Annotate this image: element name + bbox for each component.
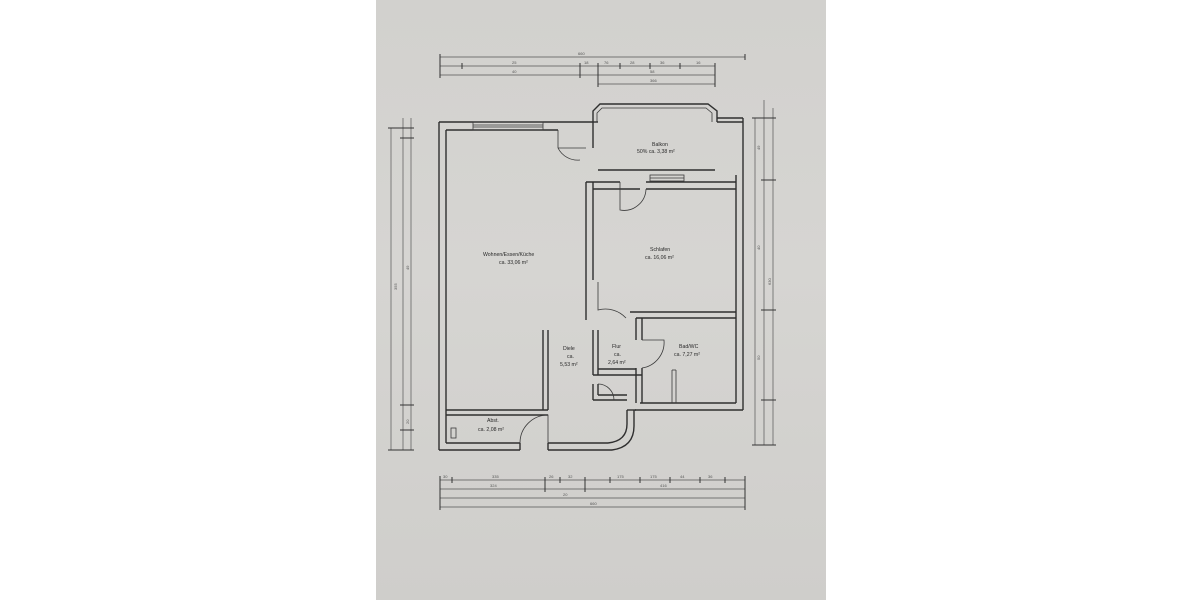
dim-bottom-a: 30	[443, 474, 448, 479]
room-name: Abst.	[487, 418, 499, 424]
outer-walls	[438, 118, 744, 451]
dim-bottom-b: 335	[492, 474, 499, 479]
dimension-left: 355 49 20	[388, 118, 414, 451]
room-area-line1: ca.	[567, 354, 574, 360]
room-name: Flur	[612, 344, 621, 350]
door-bath	[641, 339, 665, 369]
dimension-top: 660 25 18 76 28 36 16 40 58 366	[439, 51, 746, 87]
room-balkon: Balkon 50% ca. 3,38 m²	[637, 142, 675, 155]
window-bedroom	[649, 174, 685, 182]
dim-top-f: 16	[696, 60, 701, 65]
door-flur	[597, 282, 627, 319]
room-area-line2: 5,53 m²	[560, 362, 578, 368]
room-flur: Flur ca. 2,64 m²	[608, 344, 626, 366]
dim-bottom-j: 20	[563, 492, 568, 497]
door-diele	[597, 383, 615, 401]
balcony	[592, 103, 743, 171]
room-area: 50% ca. 3,38 m²	[637, 149, 675, 155]
room-area: ca. 33,06 m²	[499, 260, 528, 266]
door-bedroom	[619, 182, 647, 211]
dim-bottom-h: 36	[708, 474, 713, 479]
room-area: ca. 16,06 m²	[645, 255, 674, 261]
room-area-line2: 2,64 m²	[608, 360, 626, 366]
room-wohnen: Wohnen/Essen/Küche ca. 33,06 m²	[483, 252, 534, 266]
room-name: Diele	[563, 346, 575, 352]
dim-left-a: 355	[393, 283, 398, 290]
room-bad: Bad/WC ca. 7,27 m²	[674, 344, 700, 358]
dim-bottom-c: 26	[549, 474, 554, 479]
dim-bottom-g: 44	[680, 474, 685, 479]
dim-top-i: 366	[650, 78, 657, 83]
dim-right-c: 50	[756, 355, 761, 360]
dim-bottom-k: 416	[660, 483, 667, 488]
doors	[519, 130, 665, 444]
dim-bottom-i: 324	[490, 483, 497, 488]
room-name: Balkon	[652, 142, 668, 148]
window-living	[472, 121, 544, 131]
dim-top-b: 18	[584, 60, 589, 65]
dimension-right: 49 40 50 630	[752, 100, 776, 446]
dim-right-a: 49	[756, 145, 761, 150]
room-schlafen: Schlafen ca. 16,06 m²	[645, 247, 674, 261]
plan-paper	[376, 0, 826, 600]
dim-top-d: 28	[630, 60, 635, 65]
dim-bottom-e: 175	[617, 474, 624, 479]
dim-bottom-total: 660	[590, 501, 597, 506]
room-name: Schlafen	[650, 247, 670, 253]
dim-left-b: 49	[405, 265, 410, 270]
dim-top-total: 660	[578, 51, 585, 56]
dim-top-e: 36	[660, 60, 665, 65]
door-entrance	[519, 414, 549, 444]
dim-left-c: 20	[405, 419, 410, 424]
room-abst: Abst. ca. 2,08 m²	[478, 418, 504, 433]
dim-bottom-d: 32	[568, 474, 573, 479]
room-name: Bad/WC	[679, 344, 699, 350]
room-name: Wohnen/Essen/Küche	[483, 252, 534, 258]
dim-top-h: 58	[650, 69, 655, 74]
dim-bottom-f: 175	[650, 474, 657, 479]
dim-right-total: 630	[767, 278, 772, 285]
room-area: ca. 2,08 m²	[478, 427, 504, 433]
dim-right-b: 40	[756, 245, 761, 250]
dim-top-g: 40	[512, 69, 517, 74]
room-area-line1: ca.	[614, 352, 621, 358]
room-diele: Diele ca. 5,53 m²	[560, 346, 578, 368]
room-area: ca. 7,27 m²	[674, 352, 700, 358]
dim-top-c: 76	[604, 60, 609, 65]
door-balcony	[557, 130, 581, 161]
dim-top-a: 25	[512, 60, 517, 65]
dimension-bottom: 30 335 26 32 175 175 44 36 324 20 416 66…	[439, 474, 746, 510]
interior-walls	[446, 181, 736, 451]
